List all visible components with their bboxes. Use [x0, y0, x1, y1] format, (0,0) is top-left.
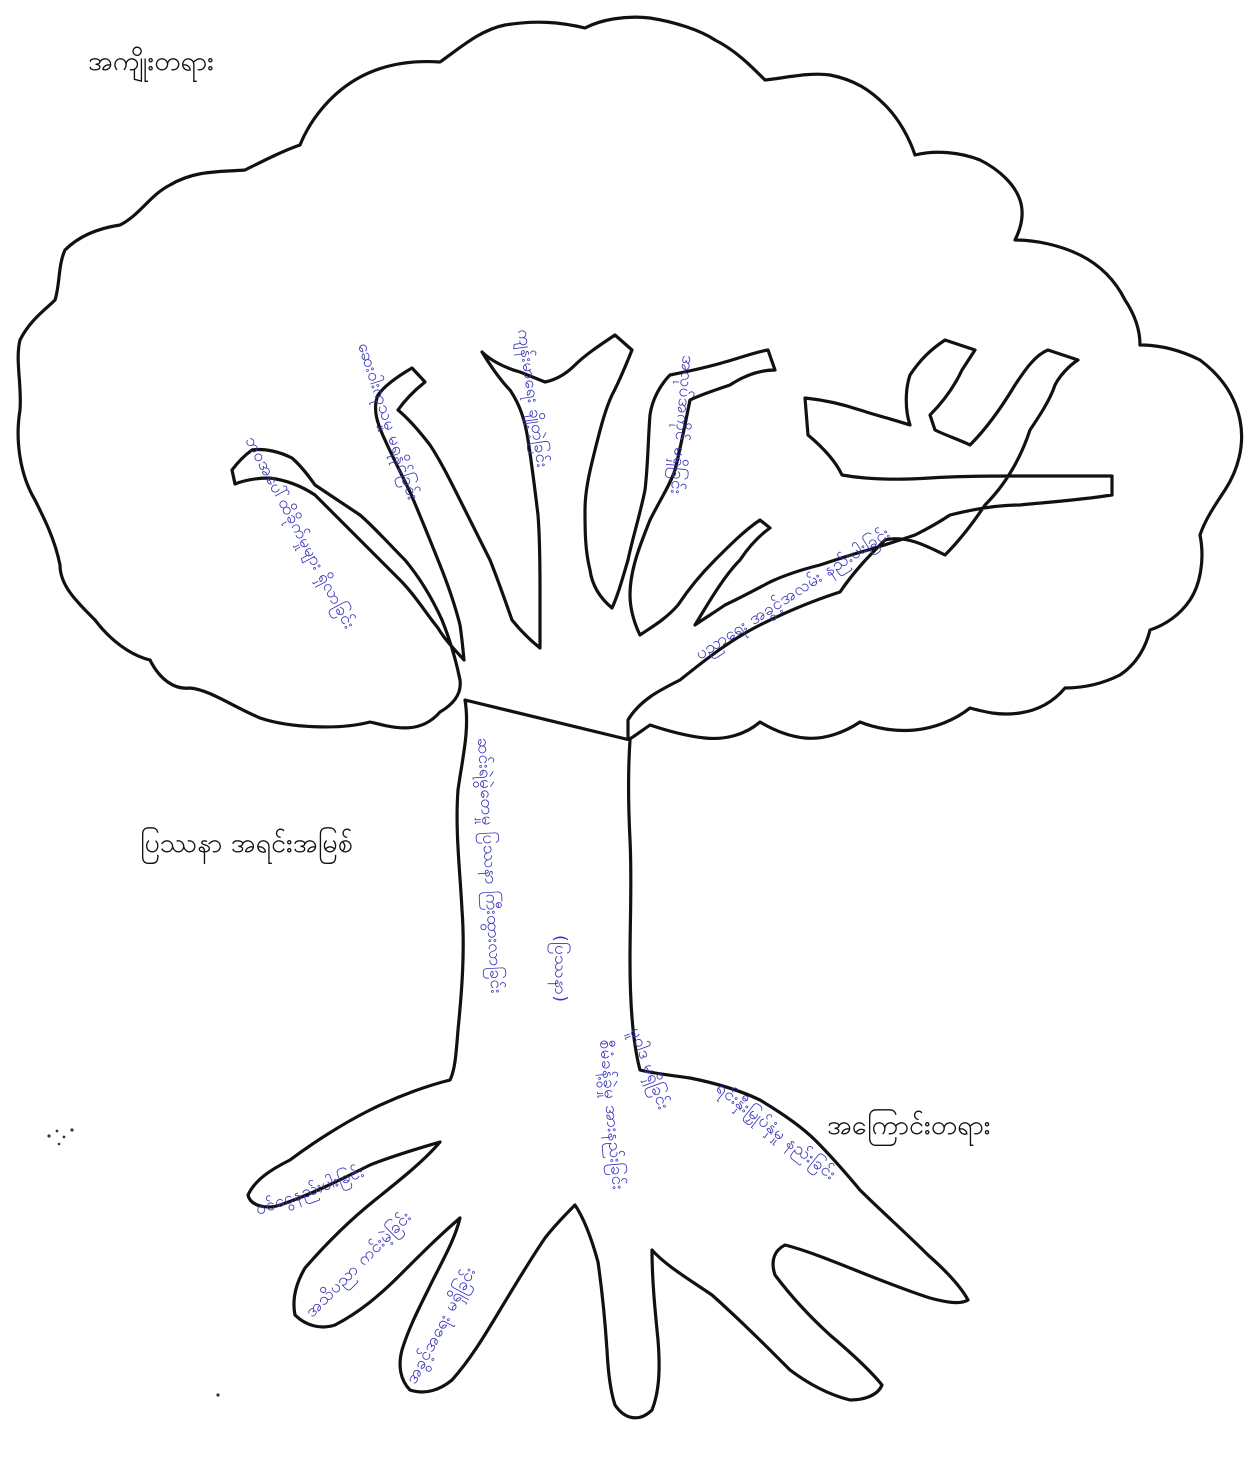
causes-label: အကြောင်းတရား	[827, 1108, 991, 1148]
tree-canopy-outline	[18, 17, 1241, 740]
effects-label: အကျိုးတရား	[88, 44, 214, 84]
svg-text:(ပြဿနာ): (ပြဿနာ)	[547, 935, 572, 1003]
core-problem-label: ပြဿနာ အရင်းအမြစ်	[140, 826, 353, 866]
